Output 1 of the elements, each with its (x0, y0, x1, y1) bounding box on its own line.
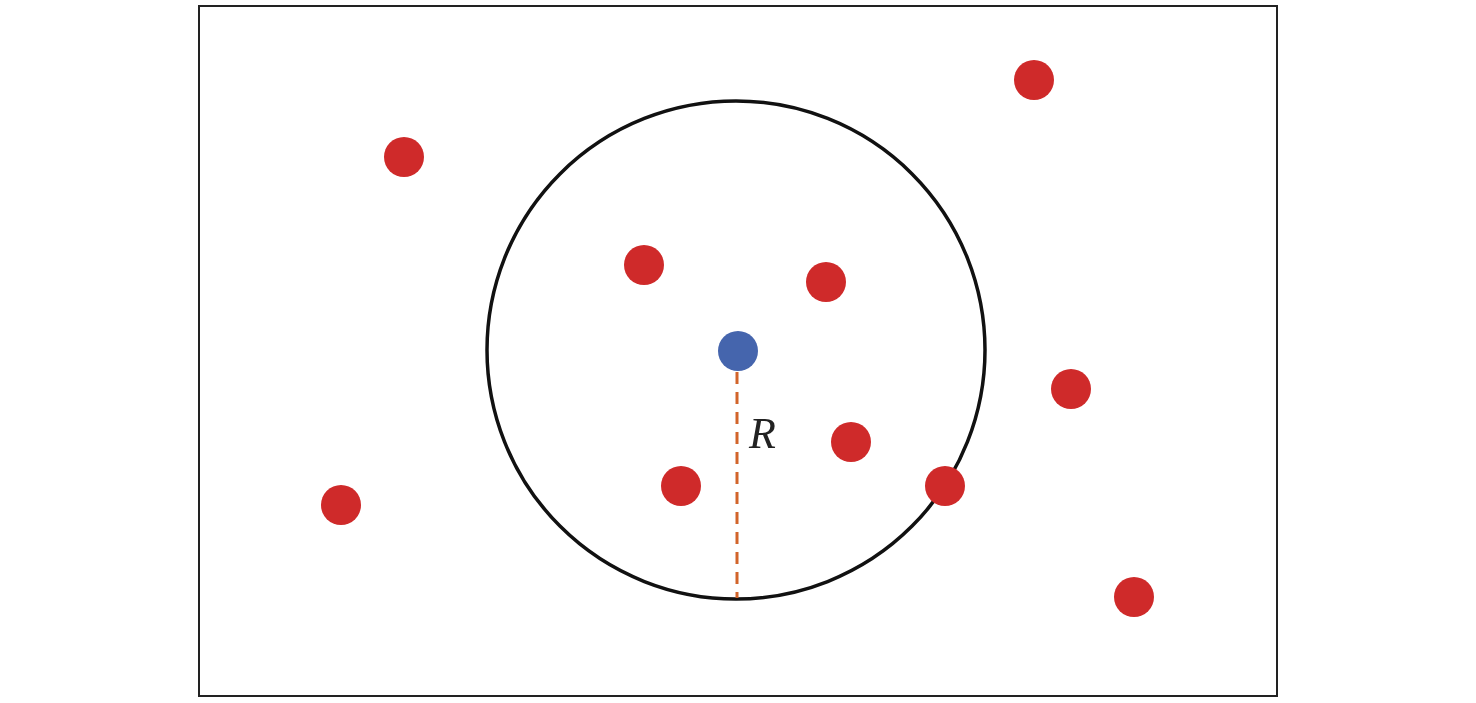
radius-label: R (749, 412, 776, 456)
